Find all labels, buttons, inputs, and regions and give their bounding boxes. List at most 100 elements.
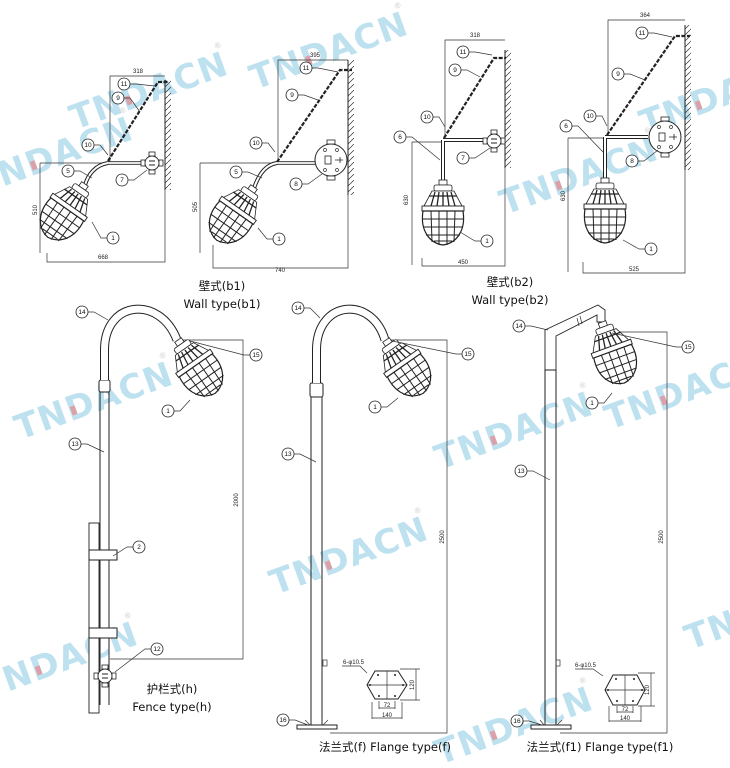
callout-number: 6: [564, 123, 568, 130]
dim-bottom: 525: [629, 267, 640, 273]
leader-line: [124, 97, 141, 113]
callout-number: 7: [461, 155, 465, 162]
registered-mark: ®: [158, 350, 167, 361]
caption-f1: 法兰式(f1) Flange type(f1): [527, 740, 674, 754]
callout-flange-f1: 13: [514, 464, 551, 481]
leader-line: [523, 720, 543, 726]
watermark-accent: [694, 100, 703, 111]
callout-number: 10: [423, 114, 431, 121]
callout-number: 15: [684, 344, 692, 351]
callout-b1-left: 11: [117, 77, 156, 91]
view-wall-b1-left: 318 510 668: [29, 69, 171, 263]
watermark-logo: TNDACN®: [0, 610, 144, 708]
registered-mark: ®: [413, 505, 422, 516]
callout-number: 2: [137, 544, 141, 551]
dim-120: 120: [410, 679, 416, 690]
callout-fence: 1: [161, 399, 191, 418]
callout-b1-right: 8: [289, 173, 323, 191]
callout-b2-right: 9: [611, 67, 646, 81]
callout-number: 9: [453, 67, 457, 74]
watermark-text: TNDACN: [9, 354, 178, 448]
watermark-logo: TNDACN®: [9, 350, 178, 448]
dim-top: 395: [310, 53, 321, 59]
registered-mark: ®: [213, 40, 222, 51]
leader-line: [469, 51, 493, 56]
callout-number: 9: [616, 71, 620, 78]
callout-number: 11: [303, 65, 310, 72]
caption-b2-en: Wall type(b2): [471, 293, 548, 307]
leader-line: [74, 170, 93, 179]
flange-plate-diagram: 6-φ10.5 120 72 140: [575, 663, 655, 722]
callout-number: 1: [166, 408, 170, 415]
callout-flange-f1: 16: [510, 714, 543, 728]
view-flange-f1: 2500 6-φ10.5 120 72 140 法兰式(f1) Flange t…: [527, 304, 674, 754]
leader-line: [598, 392, 613, 404]
callout-b1-right: 1: [257, 227, 286, 246]
registered-mark: ®: [578, 675, 587, 686]
dim-140: 140: [620, 716, 631, 722]
callout-number: 13: [284, 451, 292, 458]
watermark-accent: [304, 55, 313, 66]
registered-mark: ®: [393, 0, 402, 11]
callout-b2-left: 10: [420, 110, 446, 128]
watermark-logo: TNDACN®: [264, 505, 433, 603]
callout-b2-left: 9: [448, 63, 481, 78]
holes-label: 6-φ10.5: [575, 663, 597, 669]
watermark-accent: [659, 395, 668, 406]
caption-h-en: Fence type(h): [132, 700, 211, 714]
registered-mark: ®: [118, 105, 127, 116]
watermark-accent: [29, 160, 38, 171]
view-flange-f: 2500 6-φ10.5 120 72 140 法兰式(f) Flange ty…: [296, 304, 451, 754]
callout-number: 14: [78, 309, 86, 316]
watermark-accent: [489, 435, 498, 446]
dim-height: 510: [33, 204, 39, 215]
dim-height: 630: [404, 194, 410, 205]
caption-h-cn: 护栏式(h): [147, 682, 198, 696]
callout-number: 15: [252, 352, 260, 359]
registered-mark: ®: [643, 125, 652, 136]
leader-line: [298, 94, 319, 101]
leader-line: [638, 149, 659, 162]
leader-line: [596, 115, 608, 127]
callout-b1-right: 5: [229, 165, 263, 179]
callout-flange-f1: 1: [585, 392, 613, 410]
callout-flange-f: 15: [391, 340, 475, 361]
callout-number: 11: [121, 81, 128, 88]
leader-line: [433, 116, 446, 128]
callout-number: 14: [515, 323, 523, 330]
callout-b2-left: 1: [459, 231, 494, 248]
callout-number: 7: [120, 177, 124, 184]
leader-line: [94, 144, 109, 156]
watermark-logo: TNDACN®: [634, 49, 730, 143]
leader-line: [312, 67, 339, 73]
leader-line: [257, 227, 273, 240]
callout-b2-right: 1: [622, 239, 658, 256]
leader-line: [88, 311, 109, 321]
leader-line: [391, 340, 462, 355]
watermark-text: TNDACN: [679, 564, 730, 658]
leader-line: [294, 453, 317, 463]
watermark-text: TNDACN: [0, 614, 144, 708]
leader-line: [622, 239, 645, 250]
callout-number: 1: [373, 404, 377, 411]
watermark-accent: [489, 730, 498, 741]
leader-line: [648, 32, 673, 38]
watermark-accent: [34, 665, 43, 676]
callout-layer: 1191057111910581119106711191068114151132…: [61, 26, 695, 728]
watermark-logo: TNDACN®: [679, 564, 730, 658]
callout-number: 5: [234, 169, 238, 176]
watermark-text: TNDACN: [634, 49, 730, 143]
leader-line: [114, 648, 151, 673]
watermark-logo: TNDACN®: [494, 125, 663, 223]
leader-line: [624, 73, 646, 81]
callout-number: 1: [590, 400, 594, 407]
dim-bottom: 450: [458, 260, 469, 266]
leader-line: [242, 171, 263, 179]
callout-fence: 12: [114, 642, 164, 673]
leader-line: [91, 221, 107, 239]
callout-flange-f: 13: [281, 447, 317, 463]
dim-top: 318: [470, 33, 481, 39]
leader-line: [469, 147, 491, 159]
callout-fence: 2: [112, 540, 146, 557]
